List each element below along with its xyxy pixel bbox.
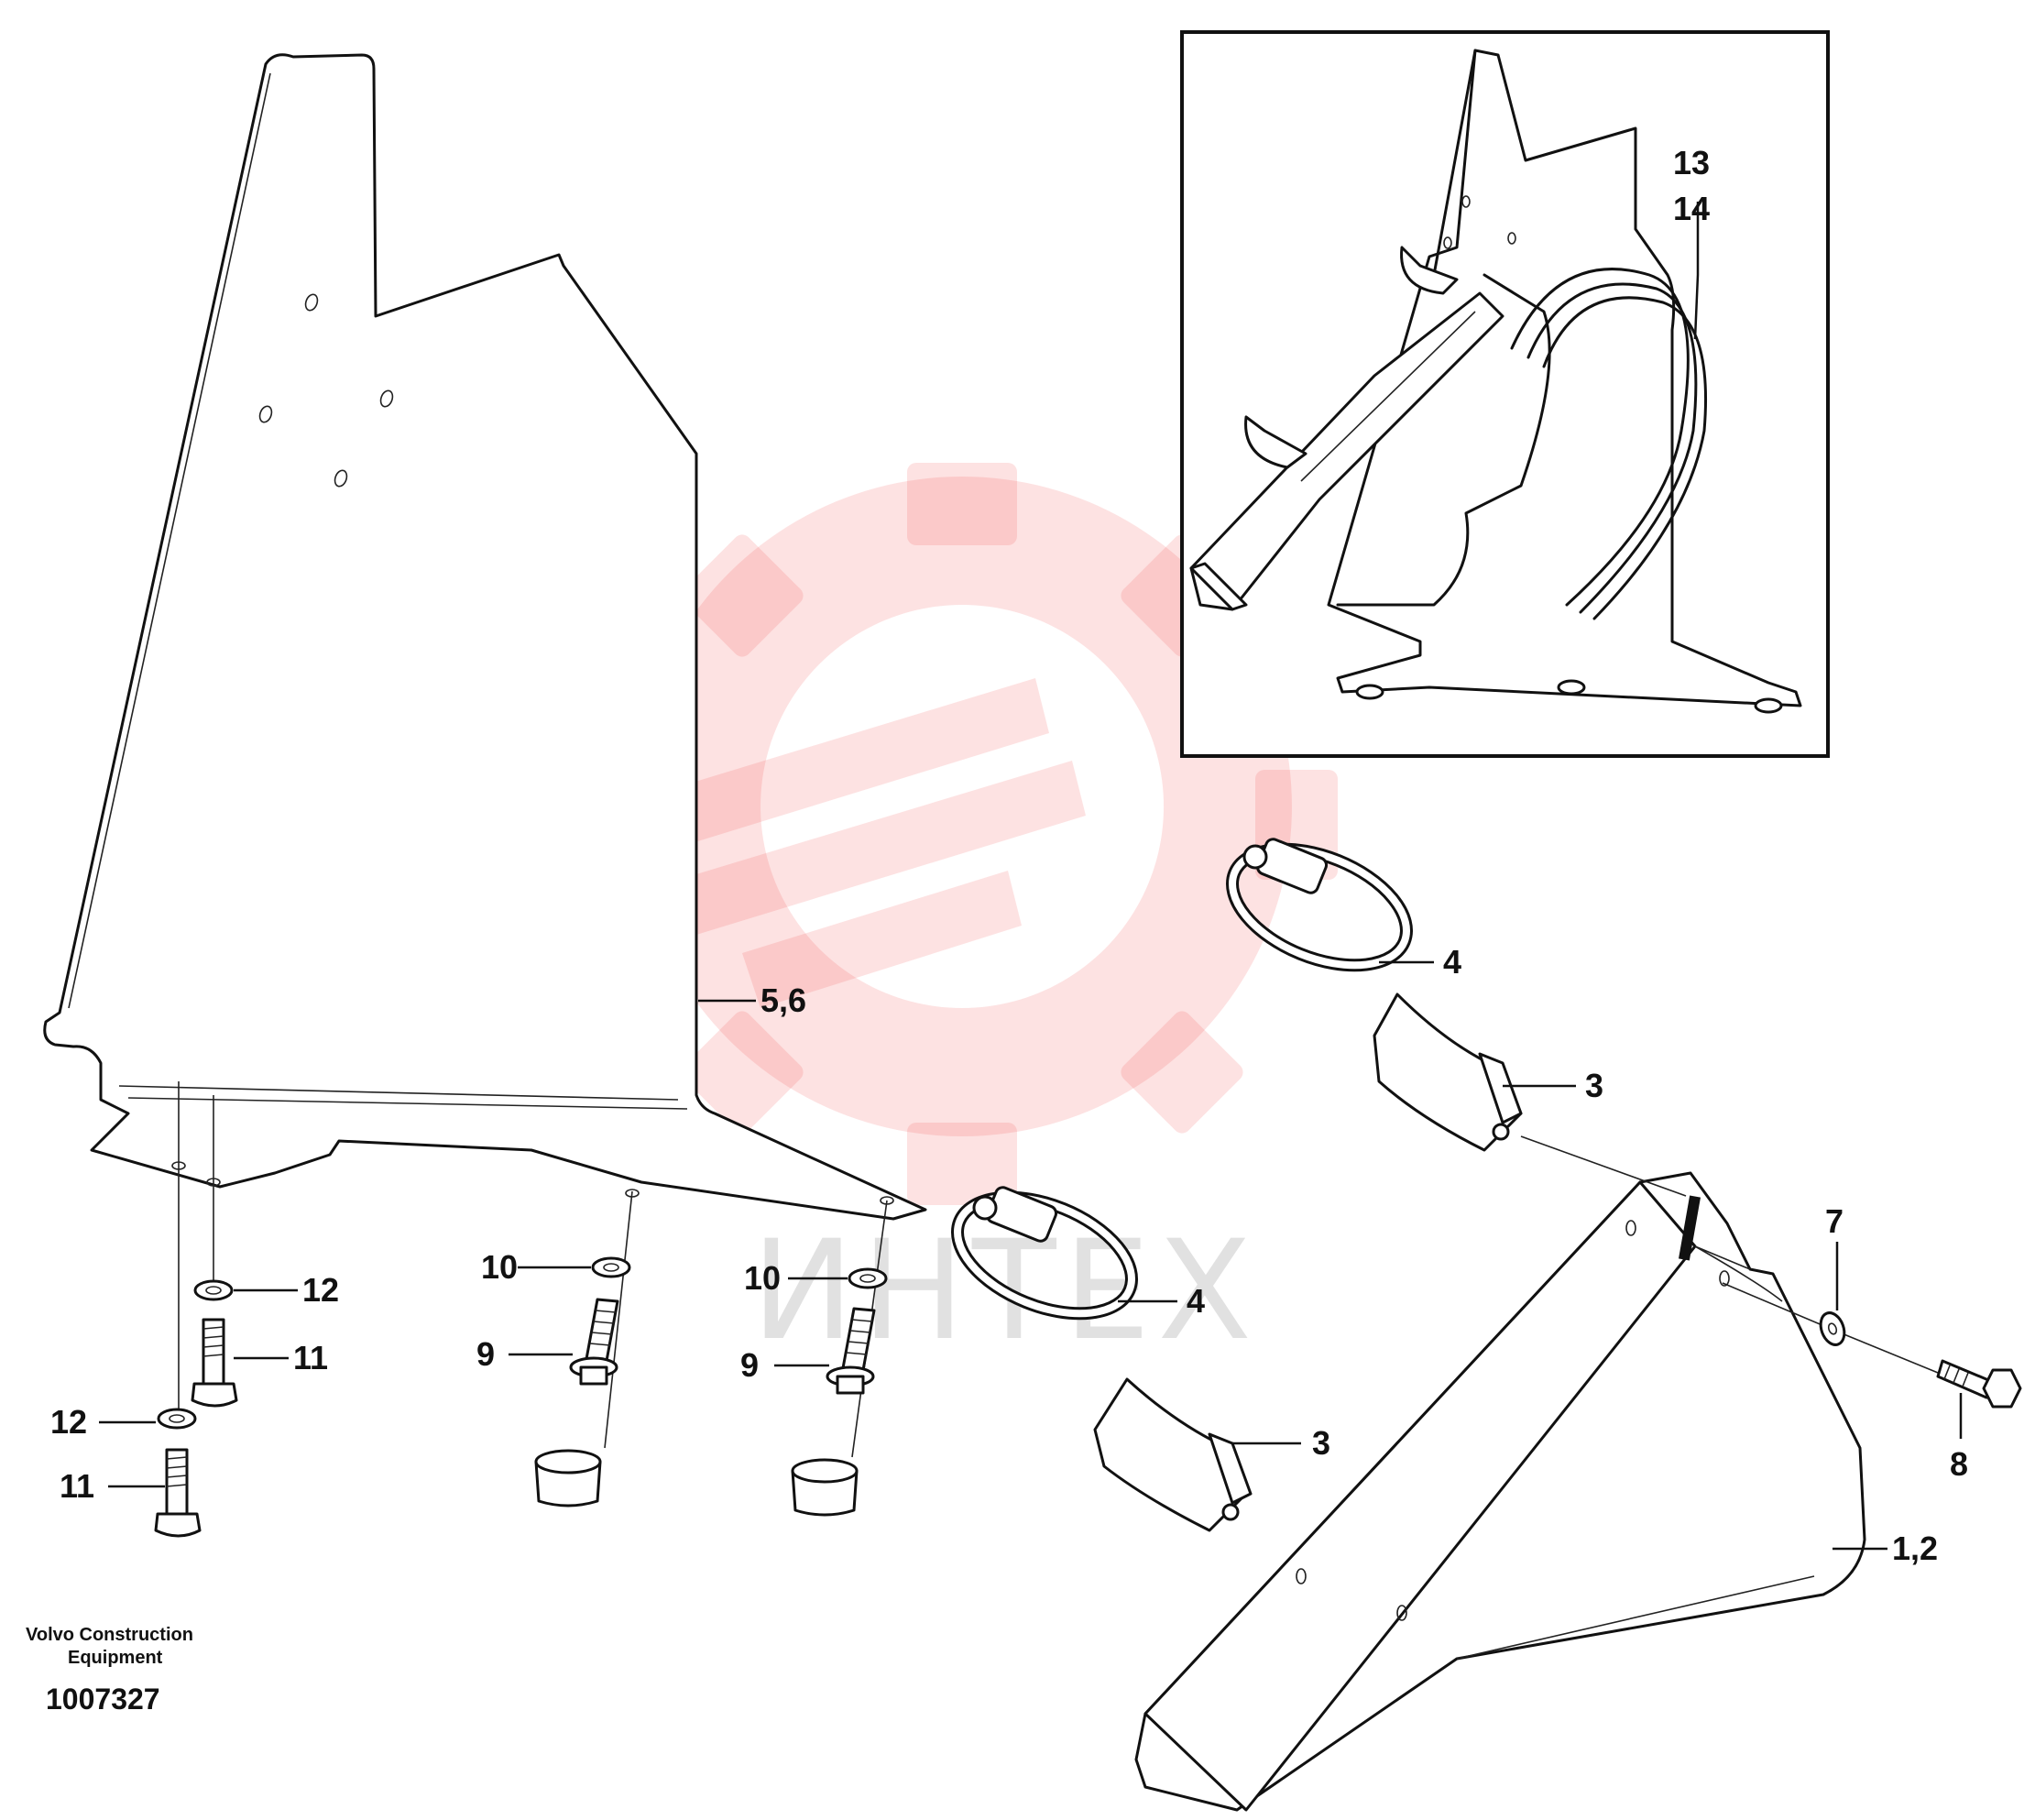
callout-8: 8	[1950, 1445, 1968, 1483]
callout-4-upper: 4	[1443, 943, 1461, 981]
callout-4-lower: 4	[1187, 1282, 1205, 1320]
hose-clamp-4-upper	[1226, 838, 1413, 972]
washer-10-a	[591, 1256, 631, 1278]
footer-company-line2: Equipment	[68, 1648, 163, 1668]
stud-9-b	[826, 1307, 876, 1395]
callout-10-a: 10	[481, 1248, 518, 1286]
footer-company-line1: Volvo Construction	[26, 1625, 193, 1645]
callout-14: 14	[1673, 190, 1710, 227]
spacer-a	[534, 1449, 602, 1508]
stud-9-a	[569, 1298, 619, 1386]
washer-12-a	[193, 1279, 234, 1301]
guide-channel-1-2	[1134, 1171, 1866, 1812]
callout-11-a: 11	[293, 1339, 328, 1376]
callout-12-b: 12	[50, 1403, 87, 1441]
bracket-3-upper	[1373, 992, 1523, 1152]
callout-7: 7	[1825, 1202, 1844, 1240]
bolt-11-a	[191, 1318, 238, 1408]
watermark-gear-logo	[586, 463, 1338, 1205]
callout-12-a: 12	[302, 1271, 339, 1309]
callout-3-lower: 3	[1312, 1424, 1330, 1462]
footer-drawing-number: 1007327	[46, 1683, 160, 1716]
washer-7	[1819, 1311, 1846, 1346]
callout-9-b: 9	[740, 1346, 759, 1384]
washer-10-b	[848, 1267, 888, 1289]
callout-3-upper: 3	[1585, 1067, 1603, 1104]
bolt-11-b	[154, 1448, 202, 1538]
callout-1-2: 1,2	[1892, 1529, 1938, 1567]
spacer-b	[791, 1458, 859, 1517]
callout-9-a: 9	[476, 1335, 495, 1373]
inset-detail-view	[1180, 30, 1830, 758]
callout-13: 13	[1673, 144, 1710, 181]
hose-clamp-4-lower	[951, 1186, 1138, 1321]
callout-10-b: 10	[744, 1259, 781, 1297]
callout-11-b: 11	[60, 1467, 94, 1505]
washer-12-b	[157, 1408, 197, 1430]
callout-5-6: 5,6	[760, 981, 806, 1019]
side-panel-5-6	[43, 53, 927, 1221]
bolt-8	[1936, 1359, 2022, 1409]
bracket-3-lower	[1093, 1377, 1253, 1532]
